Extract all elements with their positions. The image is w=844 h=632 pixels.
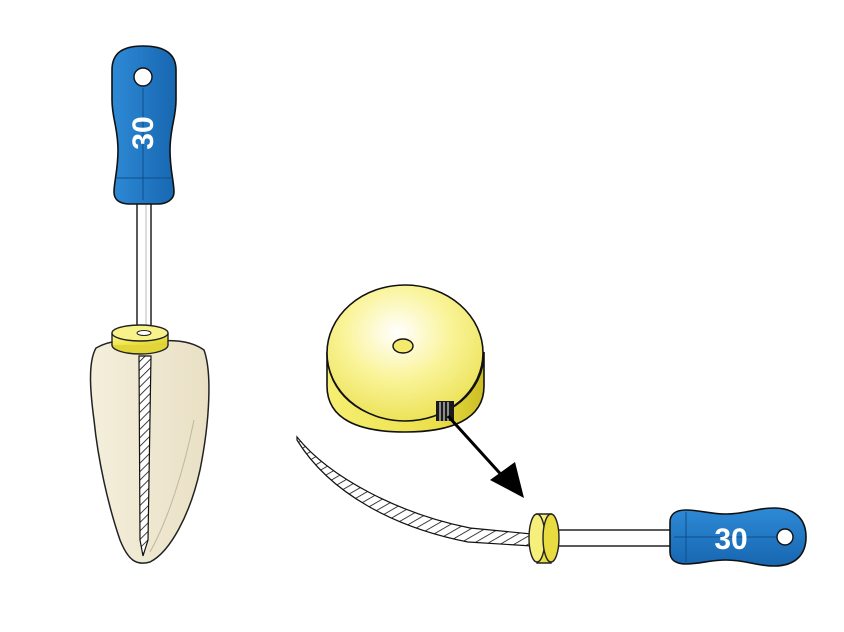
vertical-stopper bbox=[111, 324, 169, 355]
horizontal-shaft bbox=[547, 529, 677, 547]
vertical-file-handle: 30 bbox=[111, 45, 177, 205]
horizontal-handle-number: 30 bbox=[714, 523, 747, 556]
arrow bbox=[446, 414, 524, 498]
root-canal-file bbox=[138, 355, 152, 557]
stopper-center-hole bbox=[392, 338, 414, 354]
horizontal-handle-hole bbox=[776, 528, 794, 546]
handle-hole bbox=[133, 67, 153, 87]
tooth-shading bbox=[149, 419, 195, 553]
file-shaft bbox=[136, 197, 152, 335]
horizontal-file-assembly: 30 bbox=[296, 435, 807, 567]
enlarged-stopper bbox=[326, 284, 485, 433]
horizontal-file-handle: 30 bbox=[669, 507, 807, 567]
horizontal-stopper bbox=[528, 513, 560, 564]
vertical-handle-number: 30 bbox=[127, 116, 160, 149]
curved-working-part bbox=[296, 435, 533, 547]
vertical-file-assembly: 30 bbox=[89, 45, 210, 564]
